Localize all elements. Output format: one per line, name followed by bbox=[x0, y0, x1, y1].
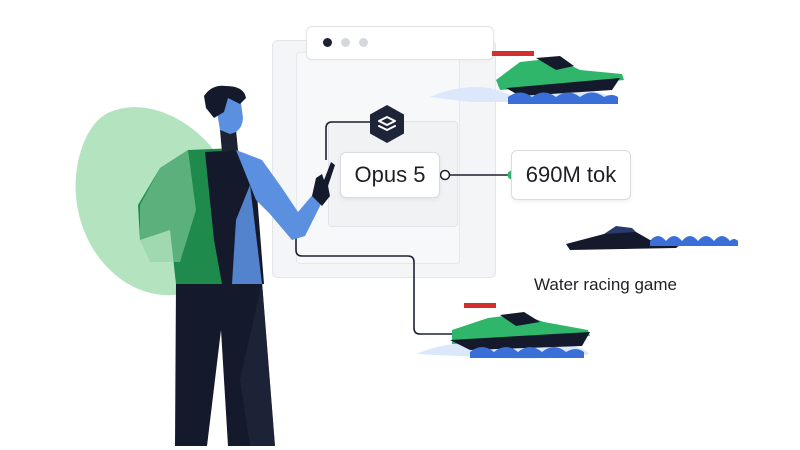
window-dot-light bbox=[341, 38, 350, 47]
model-name-label: Opus 5 bbox=[354, 162, 426, 187]
browser-title-bar bbox=[306, 26, 494, 60]
layers-icon bbox=[370, 105, 404, 143]
window-dot-dark bbox=[323, 38, 332, 47]
token-count-card: 690M tok bbox=[511, 150, 631, 200]
game-caption: Water racing game bbox=[534, 275, 677, 294]
window-dot-light bbox=[359, 38, 368, 47]
model-name-card: Opus 5 bbox=[340, 152, 440, 198]
token-count-label: 690M tok bbox=[525, 162, 617, 187]
